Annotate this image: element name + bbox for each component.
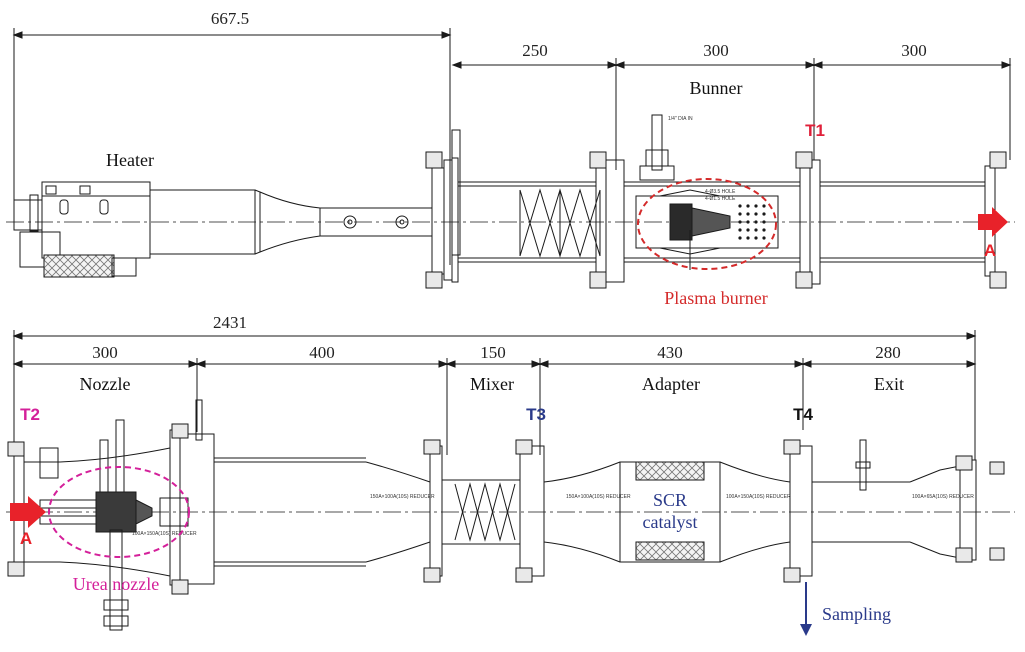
hole-note-1: 4-Ø3.5 HOLE <box>705 189 736 195</box>
scr-label-line2: catalyst <box>643 512 698 532</box>
dim-bottom-5: 280 <box>875 343 901 362</box>
dim-bottom-3: 150 <box>480 343 506 362</box>
section-label-exit: Exit <box>874 374 904 394</box>
bottom-assembly <box>6 330 1015 631</box>
dim-top-1: 250 <box>522 41 548 60</box>
flow-arrow-out <box>978 207 1008 237</box>
adapter-section <box>543 439 813 583</box>
plasma-burner-internals <box>635 114 779 270</box>
hole-note-2: 4-Ø1.5 HOLE <box>705 196 736 202</box>
section-label-adapter: Adapter <box>642 374 700 394</box>
top-flange-t1 <box>795 151 1007 289</box>
dim-total-top: 667.5 <box>211 9 249 28</box>
sensor-t1-label: T1 <box>805 121 825 140</box>
flow-arrow-in <box>10 496 46 528</box>
plasma-burner-label: Plasma burner <box>664 288 767 308</box>
section-label-burner: Bunner <box>690 78 743 98</box>
top-assembly <box>6 28 1015 289</box>
fitting-note: 1/4" DIA IN <box>668 116 693 122</box>
section-label-heater: Heater <box>106 150 154 170</box>
sensor-t3-label: T3 <box>526 405 546 424</box>
dim-bottom-4: 430 <box>657 343 683 362</box>
scr-label-line1: SCR <box>653 490 687 510</box>
exit-section <box>812 439 1005 563</box>
reducer-note-5: 100A×65A(10S) REDUCER <box>912 494 974 500</box>
heater-body <box>13 181 433 278</box>
section-label-mixer: Mixer <box>470 374 514 394</box>
reducer-note-2: 150A×100A(10S) REDUCER <box>370 494 435 500</box>
sensor-t4-label: T4 <box>793 405 813 424</box>
dim-top-2: 300 <box>703 41 729 60</box>
dim-bottom-1: 300 <box>92 343 118 362</box>
urea-nozzle-highlight <box>48 466 190 558</box>
sampling-label: Sampling <box>822 604 891 624</box>
dim-bottom-2: 400 <box>309 343 335 362</box>
flow-in-label: A <box>20 529 32 548</box>
urea-nozzle-label: Urea nozzle <box>73 574 159 594</box>
flow-out-label: A <box>984 241 996 260</box>
dim-top-3: 300 <box>901 41 927 60</box>
nozzle-section <box>7 399 431 631</box>
top-dimension-lines <box>12 28 1012 265</box>
bottom-dimension-lines <box>12 330 977 470</box>
reducer-note-1: 100A×150A(10S) REDUCER <box>132 531 197 537</box>
sensor-t2-label: T2 <box>20 405 40 424</box>
mixer-section <box>423 439 545 583</box>
top-flange-left <box>425 129 461 289</box>
reducer-note-4: 100A×150A(10S) REDUCER <box>726 494 791 500</box>
section-label-nozzle: Nozzle <box>80 374 131 394</box>
dim-total-bottom: 2431 <box>213 313 247 332</box>
sampling-arrow <box>800 582 812 636</box>
plasma-burner-highlight <box>637 178 777 270</box>
burner-spool <box>458 151 800 289</box>
reducer-note-3: 150A×100A(10S) REDUCER <box>566 494 631 500</box>
